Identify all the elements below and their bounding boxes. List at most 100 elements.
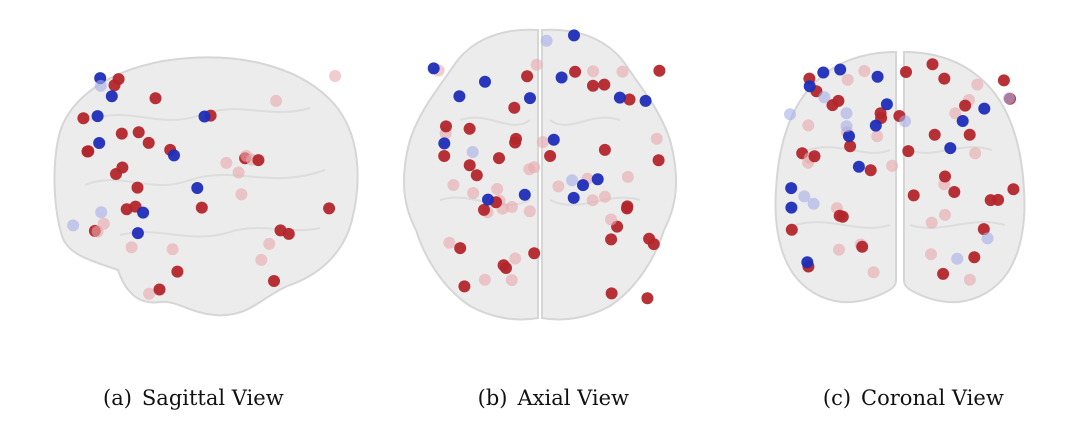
brain-node: [641, 292, 654, 305]
brain-node: [643, 232, 656, 245]
brain-node: [944, 142, 957, 155]
brain-node: [67, 219, 80, 232]
brain-node: [198, 110, 211, 123]
brain-node: [240, 149, 253, 162]
brain-node: [784, 108, 796, 121]
brain-node: [510, 132, 522, 145]
brain-node: [195, 201, 208, 214]
brain-node: [798, 190, 811, 203]
brain-node: [871, 70, 884, 83]
sagittal-nodes: [67, 70, 342, 300]
brain-node: [131, 227, 144, 240]
brain-node: [232, 166, 245, 179]
brain-node: [323, 202, 336, 215]
brain-node: [621, 170, 634, 183]
brain-node: [951, 252, 964, 265]
brain-node: [518, 188, 531, 201]
caption-coronal: (c)Coronal View: [720, 362, 1080, 434]
brain-node: [540, 34, 553, 47]
brain-node: [880, 98, 893, 111]
brain-node: [1007, 183, 1020, 196]
brain-node: [171, 265, 184, 278]
brain-node: [937, 267, 950, 280]
brain-node: [938, 72, 951, 85]
brain-node: [458, 280, 471, 293]
caption-text: Coronal View: [861, 386, 1004, 410]
caption-letter: (b): [477, 386, 508, 410]
brain-node: [544, 150, 557, 162]
brain-node: [926, 58, 939, 71]
brain-node: [97, 217, 110, 230]
brain-node: [491, 183, 504, 195]
brain-node: [116, 161, 129, 174]
brain-node: [867, 266, 880, 279]
brain-node: [598, 78, 611, 91]
brain-node: [856, 240, 869, 253]
brain-node: [528, 161, 541, 174]
brain-node: [785, 182, 798, 195]
brain-node: [605, 213, 617, 226]
brain-node: [569, 65, 582, 78]
brain-node: [963, 273, 976, 286]
brain-node: [997, 74, 1010, 87]
brain-node: [81, 145, 94, 158]
brain-node: [536, 136, 549, 148]
brain-node: [858, 65, 871, 77]
brain-node: [577, 179, 589, 192]
brain-node: [505, 274, 518, 287]
brain-node: [497, 259, 510, 272]
brain-node: [969, 147, 982, 160]
brain-node: [968, 251, 981, 264]
brain-node: [864, 164, 877, 177]
brain-node: [817, 66, 830, 79]
brain-node: [939, 170, 951, 183]
brain-node: [621, 200, 634, 213]
brain-node: [653, 64, 666, 77]
brain-node: [166, 243, 179, 256]
brain-node: [978, 102, 991, 115]
axial-nodes: [427, 29, 666, 305]
brain-node: [869, 119, 882, 132]
brain-node: [785, 223, 798, 236]
brain-node: [143, 287, 156, 300]
brain-node: [852, 160, 865, 173]
brain-node: [802, 119, 815, 132]
brain-node: [949, 107, 962, 120]
brain-node: [108, 79, 121, 92]
brain-node: [832, 94, 845, 107]
brain-node: [463, 122, 476, 135]
brain-node: [552, 180, 565, 193]
brain-node: [115, 127, 128, 140]
caption-axial: (b)Axial View: [360, 362, 720, 434]
caption-letter: (a): [103, 386, 132, 410]
brain-node: [568, 29, 580, 42]
brain-node: [149, 92, 162, 105]
brain-node: [977, 223, 990, 236]
brain-node: [650, 132, 663, 145]
brain-node: [613, 91, 626, 104]
brain-node: [587, 79, 599, 92]
brain-node: [427, 62, 440, 75]
brain-node: [478, 203, 490, 216]
axial-panel: (b)Axial View: [360, 0, 720, 410]
brain-node: [925, 248, 937, 261]
brain-node: [844, 140, 857, 153]
brain-node: [443, 236, 456, 249]
brain-node: [808, 150, 821, 163]
brain-node: [959, 99, 972, 112]
brain-node: [928, 128, 941, 141]
brain-node: [843, 130, 855, 143]
brain-node: [220, 156, 233, 169]
brain-node: [981, 232, 994, 245]
brain-node: [191, 182, 204, 194]
brain-node: [528, 247, 541, 260]
brain-node: [971, 78, 984, 91]
brain-node: [956, 115, 969, 127]
brain-node: [470, 169, 483, 182]
brain-node: [963, 128, 976, 141]
sagittal-brain-render: [53, 56, 359, 317]
brain-node: [142, 136, 155, 149]
brain-node: [467, 187, 480, 199]
brain-node: [329, 70, 342, 82]
brain-node: [524, 92, 536, 105]
